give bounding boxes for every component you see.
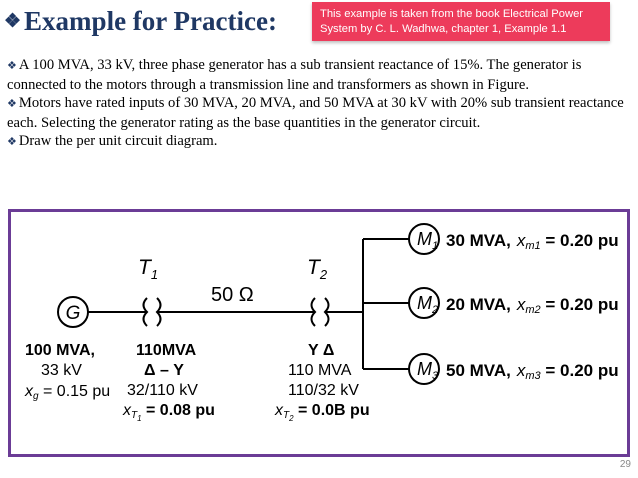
diamond-bullet-icon: ❖	[4, 11, 22, 32]
t2-primary-coil	[310, 297, 317, 327]
circuit-diagram-svg: G T1 50 Ω T2 M1 M2 M3 30 MVA,xm1 = 0.20 …	[24, 223, 619, 423]
slide-title: ❖Example for Practice:	[4, 6, 277, 36]
circuit-diagram: G T1 50 Ω T2 M1 M2 M3 30 MVA,xm1 = 0.20 …	[8, 209, 630, 457]
bullet-item: ❖A 100 MVA, 33 kV, three phase generator…	[7, 57, 582, 93]
diamond-bullet-icon: ❖	[7, 60, 17, 72]
t2-label: T2	[307, 256, 328, 282]
t2-voltage: 110/32 kV	[288, 382, 359, 399]
slide-number: 29	[619, 459, 631, 470]
motor-2-circle	[408, 287, 440, 319]
source-note: This example is taken from the book Elec…	[312, 2, 610, 41]
t1-label: T1	[138, 256, 158, 282]
t1-voltage: 32/110 kV	[127, 382, 198, 399]
t1-connection: Δ – Y	[144, 362, 184, 379]
motor-1-symbol: M1	[417, 229, 438, 252]
motor-3-rating: 50 MVA,xm3 = 0.20 pu	[446, 361, 619, 382]
generator-reactance: xg = 0.15 pu	[24, 383, 110, 402]
motor-2-rating: 20 MVA,xm2 = 0.20 pu	[446, 295, 619, 316]
generator-symbol: G	[66, 303, 81, 324]
t1-primary-coil	[142, 297, 149, 327]
motor-3-circle	[408, 353, 440, 385]
motor-3-symbol: M3	[417, 359, 439, 382]
motor-1-rating: 30 MVA,xm1 = 0.20 pu	[446, 231, 619, 252]
bullet-item: ❖Draw the per unit circuit diagram.	[7, 133, 218, 150]
motor-2-symbol: M2	[417, 293, 438, 316]
motor-1-circle	[408, 223, 440, 255]
generator-voltage: 33 kV	[41, 362, 82, 379]
t1-reactance: xT1 = 0.08 pu	[122, 402, 215, 423]
t2-reactance: xT2 = 0.0B pu	[274, 402, 370, 423]
generator-rating: 100 MVA,	[25, 342, 95, 359]
problem-statement: ❖A 100 MVA, 33 kV, three phase generator…	[7, 56, 632, 152]
diamond-bullet-icon: ❖	[7, 136, 17, 149]
t2-winding: Y Δ	[308, 342, 334, 359]
diamond-bullet-icon: ❖	[7, 98, 17, 111]
t1-rating: 110MVA	[136, 342, 197, 359]
bullet-item: ❖Motors have rated inputs of 30 MVA, 20 …	[7, 95, 624, 131]
t2-rating: 110 MVA	[288, 362, 352, 379]
line-impedance: 50 Ω	[211, 284, 254, 306]
